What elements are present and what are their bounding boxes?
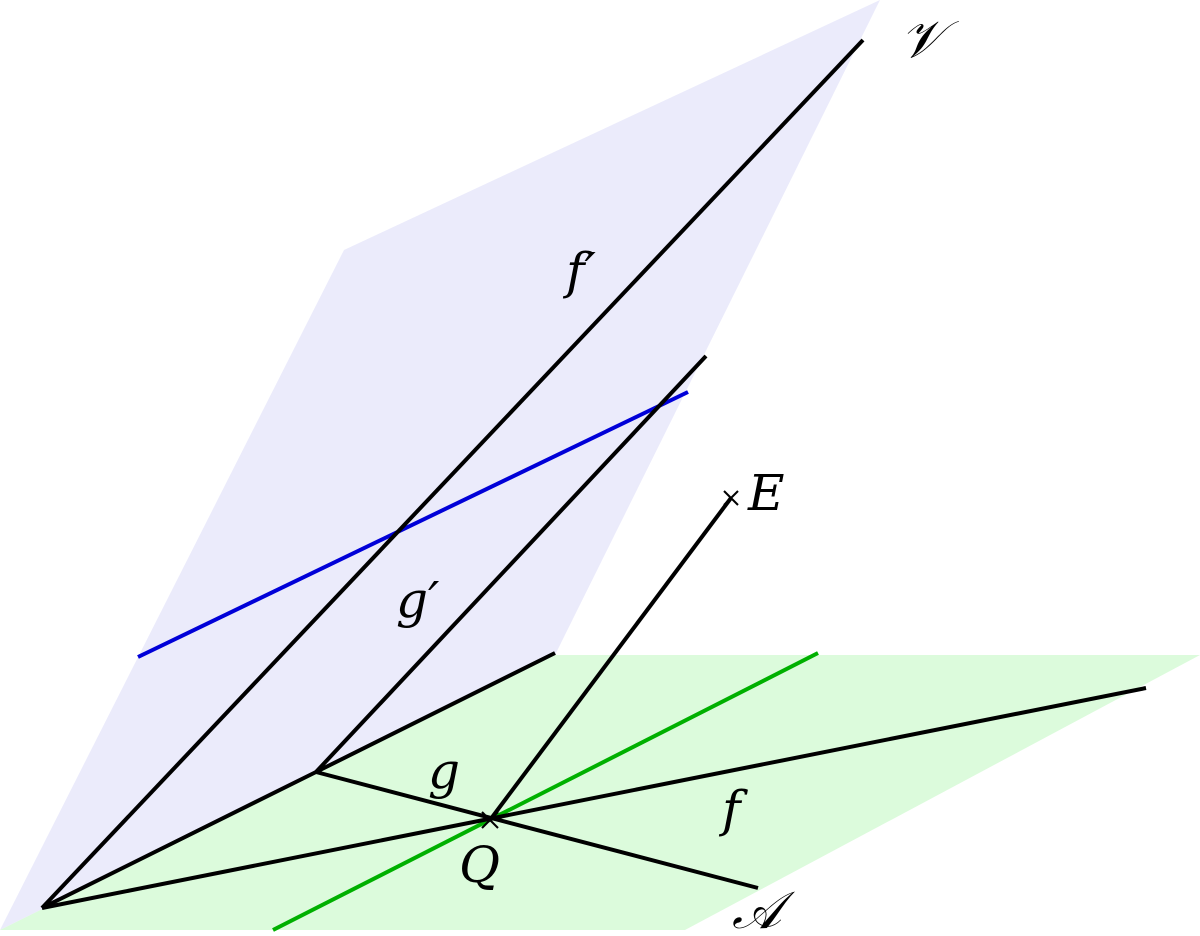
- line-g-prime: [314, 354, 708, 774]
- line-g-label: g: [428, 742, 460, 800]
- point-q-marker: [481, 811, 499, 829]
- vanishing-line: [137, 390, 689, 659]
- line-g: [315, 770, 759, 890]
- vertical-plane: [0, 0, 880, 930]
- plane-a-label: 𝒜: [732, 881, 796, 936]
- point-e-label: E: [747, 464, 785, 522]
- point-q-label: Q: [459, 836, 500, 894]
- eye-ray: [488, 496, 733, 822]
- horizontal-plane: [0, 655, 1200, 930]
- line-f: [41, 686, 1147, 910]
- plane-v-label: 𝒱: [900, 10, 959, 70]
- line-f-prime: [40, 38, 865, 910]
- line-g-prime-label: g′: [396, 571, 440, 629]
- line-f-prime-label: f′: [562, 242, 597, 300]
- ground-line: [272, 651, 819, 932]
- point-e-marker: [723, 490, 739, 506]
